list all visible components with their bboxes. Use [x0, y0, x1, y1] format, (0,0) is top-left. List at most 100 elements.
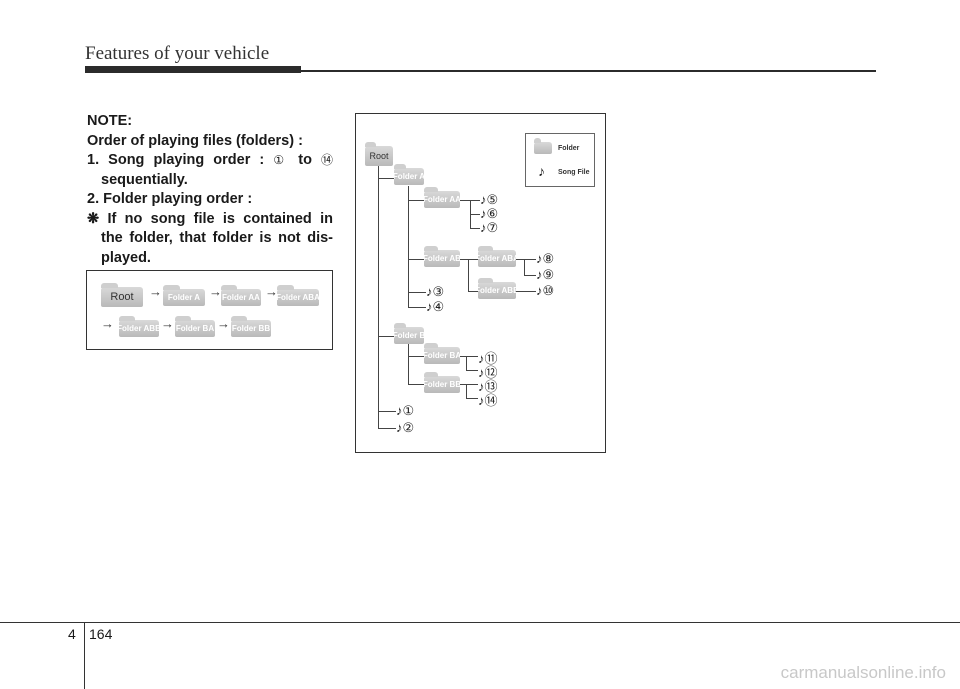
note-item1-cont: sequentially.: [101, 171, 188, 188]
tree-root: Root: [365, 142, 393, 166]
header-bar: [85, 66, 301, 73]
song-11: ♪⑪: [478, 348, 498, 367]
song-4: ♪④: [426, 299, 444, 315]
tree-line-s4: [408, 307, 426, 308]
tree-folder-bb: Folder BB: [423, 372, 461, 393]
arrow-4: →: [101, 316, 114, 331]
tree-line-b-children: [408, 344, 409, 384]
tree-line-aa: [408, 200, 424, 201]
tree-folder-aa: Folder AA: [423, 187, 461, 208]
note-heading: NOTE:: [87, 113, 133, 129]
arrow-1: →: [149, 284, 162, 299]
tree-line-s12: [466, 370, 478, 371]
tree-line-abb: [468, 291, 478, 292]
song-number: ⑤: [486, 192, 499, 207]
song-2: ♪②: [396, 420, 414, 436]
note-item3-end: played.: [101, 249, 151, 266]
note-item1-to: ⑭: [321, 153, 334, 167]
song-number: ①: [402, 403, 415, 418]
song-7: ♪⑦: [480, 220, 498, 236]
music-note-icon: ♪: [396, 420, 403, 435]
legend-song-label: Song File: [558, 169, 590, 176]
music-note-icon: ♪: [478, 379, 485, 394]
arrow-3: →: [265, 284, 278, 299]
tree-folder-b: Folder B: [393, 323, 425, 344]
song-number: ②: [402, 420, 415, 435]
song-5: ♪⑤: [480, 192, 498, 208]
note-item3-cont: the folder, that folder is not dis-: [101, 230, 333, 246]
watermark: carmanualsonline.info: [780, 663, 946, 682]
folder-icon-root: Root: [101, 283, 143, 307]
note-block: NOTE: Order of playing files (folders) :…: [87, 112, 333, 268]
folder-icon-a: Folder A: [163, 285, 205, 306]
music-note-icon: ♪: [426, 284, 433, 299]
folder-icon-abb: Folder ABB: [117, 316, 161, 337]
arrow-2: →: [209, 284, 222, 299]
song-number: ⑩: [542, 283, 555, 298]
tree-line-s6: [470, 214, 480, 215]
song-8: ♪⑧: [536, 251, 554, 267]
page-number: 164: [89, 626, 113, 642]
song-12: ♪⑫: [478, 362, 498, 381]
music-note-icon: ♪: [480, 206, 487, 221]
song-number: ⑨: [542, 267, 555, 282]
music-note-icon: ♪: [426, 299, 433, 314]
section-number: 4: [68, 626, 76, 642]
song-13: ♪⑬: [478, 376, 498, 395]
tree-line-s9: [524, 275, 536, 276]
music-note-icon: ♪: [536, 251, 543, 266]
folder-icon-aba: Folder ABA: [276, 285, 320, 306]
folder-order-diagram: Root → Folder A → Folder AA → Folder ABA…: [86, 270, 333, 350]
song-1: ♪①: [396, 403, 414, 419]
tree-line-ab: [408, 259, 424, 260]
tree-line-bb-out: [460, 384, 478, 385]
song-number: ⑬: [484, 379, 498, 394]
music-note-icon: ♪: [478, 365, 485, 380]
footer-rule: [0, 622, 960, 623]
note-item1: 1. Song playing order : ① to ⑭: [87, 151, 333, 171]
song-number: ⑫: [484, 365, 498, 380]
note-item1-from: ①: [273, 153, 290, 167]
music-note-icon: ♪: [396, 403, 403, 418]
folder-icon: [534, 138, 552, 154]
tree-line-aba-out: [516, 259, 536, 260]
note-item1-to-word: to: [298, 152, 312, 168]
page-header-title: Features of your vehicle: [85, 43, 270, 64]
tree-folder-abb: Folder ABB: [475, 278, 519, 299]
tree-line-ba-out: [460, 356, 478, 357]
tree-folder-a: Folder A: [393, 164, 425, 185]
music-note-icon: ♪: [536, 267, 543, 282]
music-note-icon: ♪: [478, 351, 485, 366]
tree-folder-ba: Folder BA: [423, 343, 461, 364]
song-number: ④: [432, 299, 445, 314]
song-number: ⑦: [486, 220, 499, 235]
note-line1: Order of playing files (folders) :: [87, 132, 303, 149]
song-14: ♪⑭: [478, 390, 498, 409]
tree-line-bb-songs: [466, 384, 467, 398]
tree-line-abb-out: [516, 291, 536, 292]
header-rule: [301, 70, 876, 72]
tree-line-ab-children: [468, 259, 469, 291]
tree-line-a: [378, 178, 394, 179]
music-note-icon: ♪: [536, 283, 543, 298]
tree-legend: Folder ♪ Song File: [525, 133, 595, 187]
tree-line-ba: [408, 356, 424, 357]
tree-line-root: [378, 166, 379, 428]
music-note-icon: ♪: [538, 163, 545, 179]
tree-line-s14: [466, 398, 478, 399]
tree-line-s2: [378, 428, 396, 429]
tree-line-ba-songs: [466, 356, 467, 370]
music-note-icon: ♪: [480, 220, 487, 235]
note-item1-text: 1. Song playing order :: [87, 152, 265, 168]
tree-folder-ab: Folder AB: [423, 246, 461, 267]
folder-icon-bb: Folder BB: [231, 316, 271, 337]
song-number: ③: [432, 284, 445, 299]
song-10: ♪⑩: [536, 283, 554, 299]
song-9: ♪⑨: [536, 267, 554, 283]
tree-line-ab-out: [460, 259, 478, 260]
note-item3: ❋ If no song file is contained in: [87, 210, 333, 227]
song-number: ⑥: [486, 206, 499, 221]
tree-line-s3: [408, 292, 426, 293]
tree-line-aba-songs: [524, 259, 525, 275]
tree-line-b: [378, 336, 394, 337]
